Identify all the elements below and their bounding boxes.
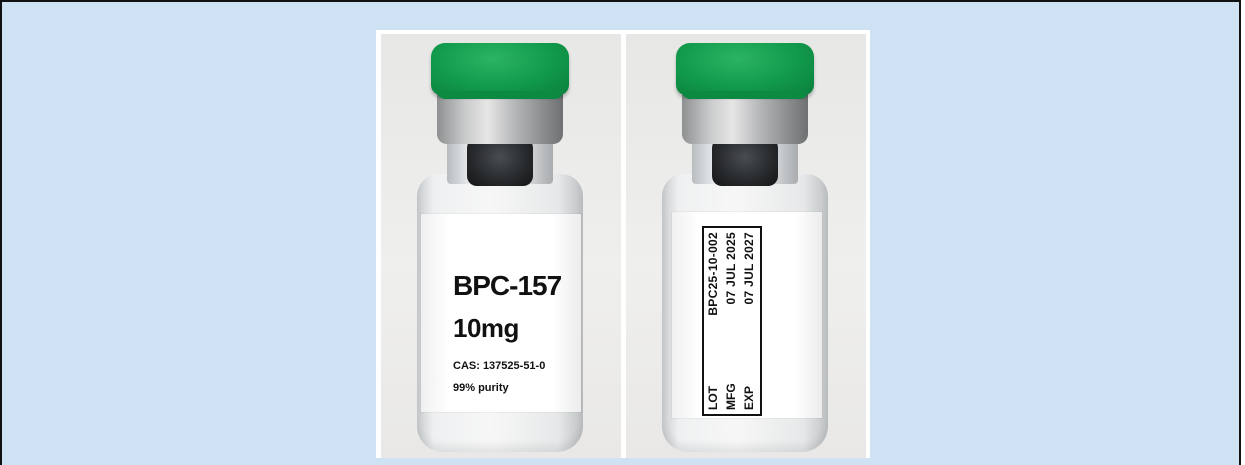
vial-photo-back: LOT BPC25-10-002 MFG 07 JUL 2025 EXP 07 … (626, 34, 866, 458)
mfg-row: MFG 07 JUL 2025 (722, 226, 740, 414)
vial-crimp-seal (437, 92, 563, 144)
mfg-value: 07 JUL 2025 (724, 232, 738, 305)
product-name: BPC-157 (453, 270, 562, 301)
lot-value: BPC25-10-002 (706, 232, 720, 316)
mfg-key: MFG (724, 383, 738, 410)
exp-key: EXP (742, 385, 756, 410)
product-dose: 10mg (453, 313, 519, 343)
lot-row: LOT BPC25-10-002 (704, 226, 722, 414)
vial-stopper (712, 138, 778, 186)
lot-info-box: LOT BPC25-10-002 MFG 07 JUL 2025 EXP 07 … (702, 226, 762, 416)
vial-label-back: LOT BPC25-10-002 MFG 07 JUL 2025 EXP 07 … (672, 212, 822, 418)
vial-label-front: BPC-157 10mg CAS: 137525-51-0 99% purity (421, 214, 581, 412)
exp-value: 07 JUL 2027 (742, 232, 756, 305)
lot-info-rotated: LOT BPC25-10-002 MFG 07 JUL 2025 EXP 07 … (704, 226, 760, 414)
vial-photo-front: BPC-157 10mg CAS: 137525-51-0 99% purity (381, 34, 621, 458)
purity: 99% purity (453, 382, 509, 394)
exp-row: EXP 07 JUL 2027 (740, 226, 758, 414)
vial-crimp-seal (682, 92, 808, 144)
photo-panel: BPC-157 10mg CAS: 137525-51-0 99% purity… (376, 30, 870, 458)
lot-key: LOT (706, 386, 720, 410)
vial-stopper (467, 138, 533, 186)
vial-cap (431, 43, 569, 99)
cas-number: CAS: 137525-51-0 (453, 360, 546, 372)
vial-cap (676, 43, 814, 99)
